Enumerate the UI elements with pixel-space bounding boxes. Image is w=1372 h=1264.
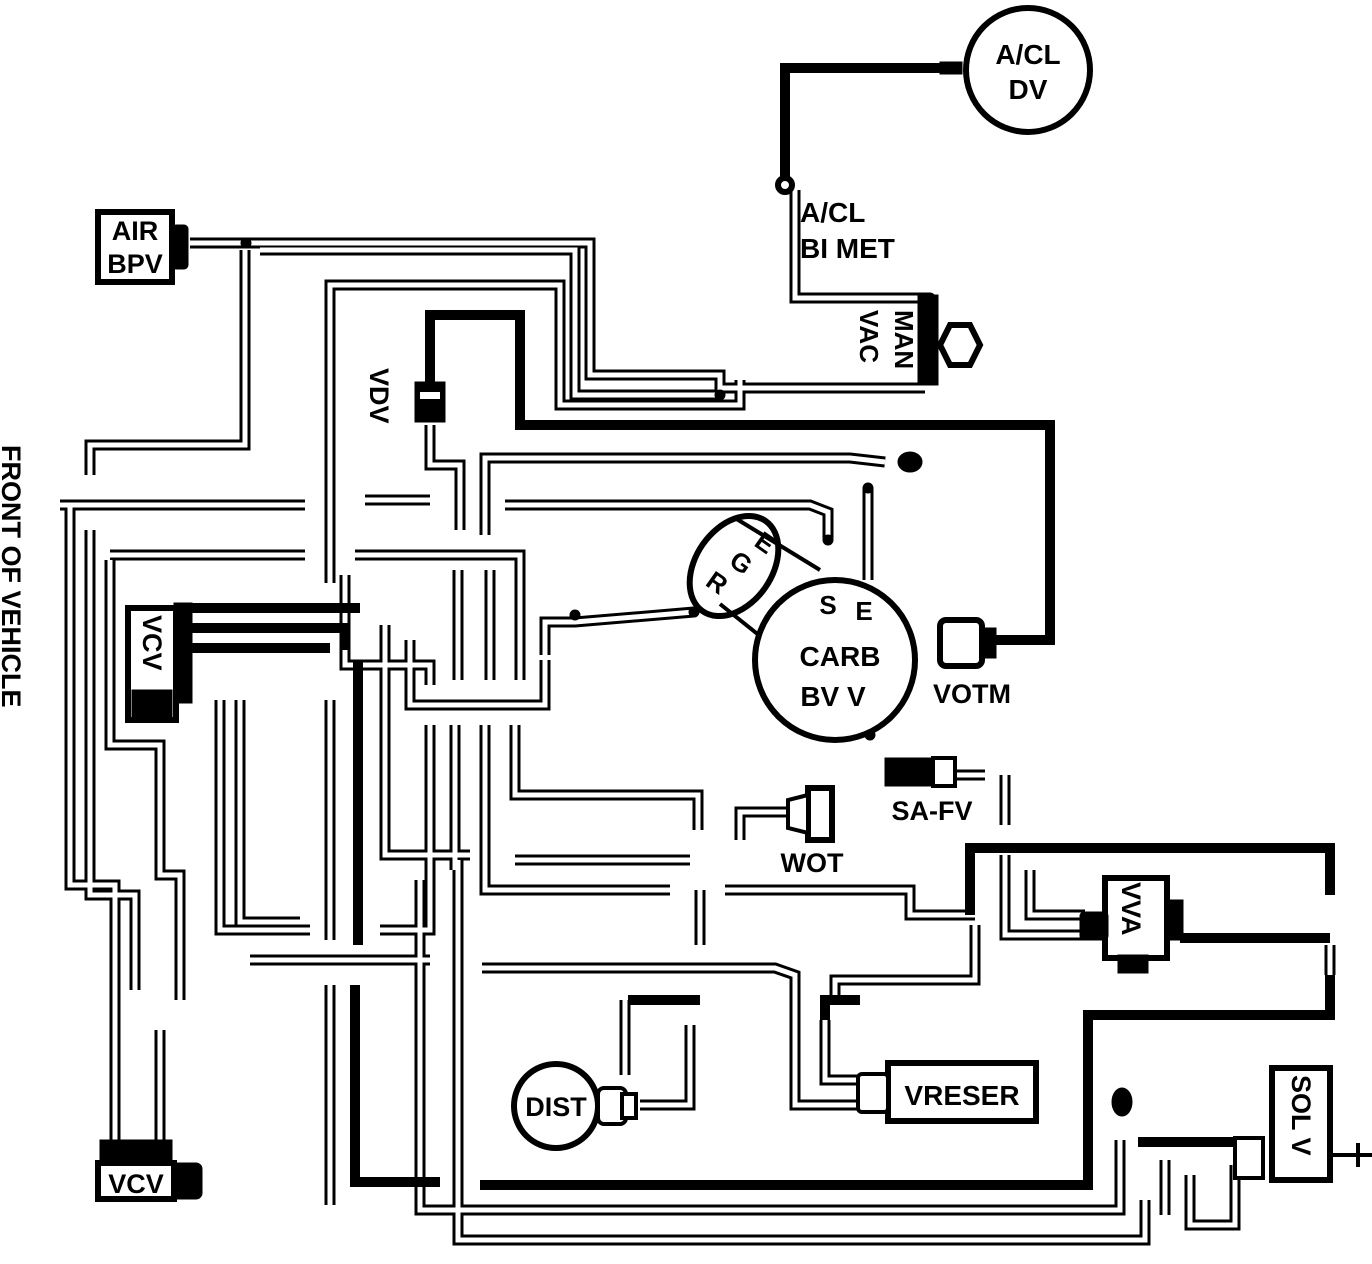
hose-outline: [214, 700, 310, 936]
air-bpv-label-2: BPV: [107, 249, 163, 279]
hose-channel: [482, 455, 886, 535]
acl-bimet-component: A/CL BI MET: [775, 175, 895, 264]
vva-label: VVA: [1116, 882, 1146, 936]
hose-outline: [829, 925, 981, 1000]
sol-v-label: SOL V: [1286, 1075, 1316, 1156]
hose-channel: [512, 725, 701, 830]
acl-dv-label-2: DV: [1009, 74, 1048, 105]
hose-channel: [1187, 1165, 1238, 1228]
hose-channel: [107, 560, 183, 1000]
man-vac-label-2: VAC: [854, 310, 884, 363]
air-bpv-label-1: AIR: [112, 216, 159, 246]
hose-channel: [822, 1020, 858, 1083]
hose-channel: [417, 880, 1123, 1213]
carb-label-1: CARB: [800, 641, 881, 672]
hose-channel: [737, 809, 790, 840]
man-vac-component: MAN VAC: [854, 294, 984, 386]
hose-channel: [260, 247, 720, 398]
votm-component: VOTM: [933, 617, 1011, 709]
hose-channel: [67, 505, 118, 1150]
wot-component: WOT: [781, 785, 844, 878]
hose-channel: [427, 425, 463, 530]
vcv-lower-label: VCV: [108, 1169, 164, 1199]
heavy-hoses: [188, 63, 1335, 1190]
man-vac-label-1: MAN: [889, 310, 919, 369]
carb-label-s: S: [819, 590, 836, 620]
hose-channel: [355, 552, 523, 680]
hose-channel: [87, 250, 248, 475]
egr-component: E G R: [686, 512, 822, 642]
hose-channel: [190, 240, 925, 391]
hose-outline: [734, 806, 790, 840]
hose-outline: [725, 884, 975, 921]
hose-channel: [725, 887, 975, 918]
hose-outline: [640, 1025, 696, 1111]
hose-channel: [482, 725, 670, 893]
acl-dv-label-1: A/CL: [995, 39, 1060, 70]
hose-channel: [1027, 870, 1085, 918]
hose-end-caps: [240, 237, 1133, 1117]
votm-label: VOTM: [933, 679, 1011, 709]
vdv-label: VDV: [364, 368, 394, 424]
hose-channel: [640, 1025, 693, 1108]
acl-bimet-label-2: BI MET: [800, 233, 895, 264]
hose-outline: [999, 855, 1085, 941]
hose-channel: [1002, 855, 1085, 938]
hose-channel: [542, 609, 695, 655]
vacuum-hoses: [60, 190, 1336, 1246]
hose-channel: [505, 502, 831, 540]
hose-channel: [832, 925, 978, 1000]
carb-component: S E CARB BV V: [752, 577, 918, 743]
vva-component: VVA: [1079, 875, 1184, 974]
air-bpv-component: AIR BPV: [95, 209, 189, 285]
sa-fv-component: SA-FV: [884, 756, 973, 826]
vreser-label: VRESER: [904, 1080, 1019, 1111]
hose-channel: [237, 700, 300, 925]
hose-outline: [424, 425, 466, 530]
front-of-vehicle-label: FRONT OF VEHICLE: [0, 445, 26, 708]
sa-fv-label: SA-FV: [892, 796, 973, 826]
vcv-upper-label: VCV: [137, 615, 167, 671]
carb-label-2: BV V: [800, 681, 866, 712]
hose-channel: [382, 625, 470, 858]
dist-label: DIST: [525, 1092, 587, 1122]
vdv-component: VDV: [364, 368, 446, 424]
carb-label-e: E: [855, 596, 872, 626]
hose-outline: [1024, 870, 1085, 921]
vcv-upper-component: VCV: [125, 602, 193, 723]
vcv-lower-component: VCV: [95, 1139, 203, 1202]
hose-outline: [234, 700, 300, 928]
dist-component: DIST: [511, 1061, 638, 1151]
sol-v-component: SOL V: [1233, 1065, 1372, 1183]
hose-outline: [509, 725, 704, 830]
vreser-component: VRESER: [856, 1060, 1039, 1124]
hose-outline: [819, 1020, 858, 1086]
hose-channel: [792, 190, 930, 301]
acl-bimet-label-1: A/CL: [800, 197, 865, 228]
wot-label: WOT: [781, 848, 844, 878]
hose-channel: [407, 640, 548, 708]
hose-channel: [217, 700, 310, 933]
hose-channel: [380, 725, 433, 933]
hose-channel: [482, 965, 858, 1108]
hose-channel: [455, 860, 1148, 1243]
hose-outline: [1184, 1165, 1241, 1231]
acl-dv-component: A/CL DV: [939, 5, 1093, 135]
hose-channel: [327, 282, 743, 583]
hose-outline: [324, 279, 746, 583]
